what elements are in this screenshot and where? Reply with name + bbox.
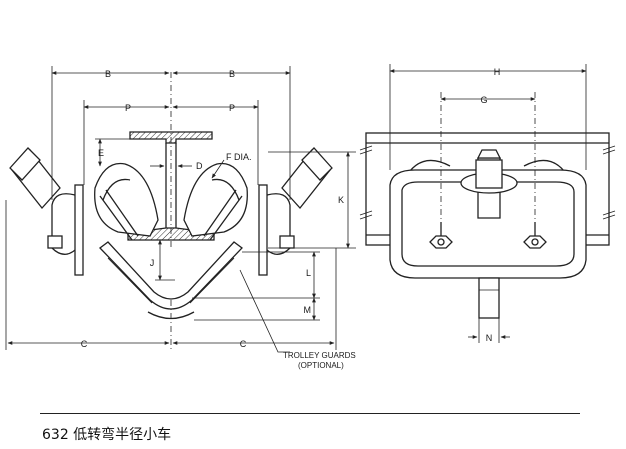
- dim-k: K: [338, 195, 344, 205]
- dim-b-left: B: [105, 69, 111, 79]
- i-beam-flange: [129, 131, 213, 144]
- dim-e: E: [98, 148, 104, 158]
- dim-f: F DIA.: [226, 152, 252, 162]
- dim-n: N: [486, 333, 493, 343]
- side-dimensions: [389, 64, 587, 343]
- dim-g: G: [480, 95, 487, 105]
- front-dimensions: [5, 66, 356, 353]
- side-plate: [389, 169, 587, 279]
- dim-b-right: B: [229, 69, 235, 79]
- figure-caption: 632 低转弯半径小车: [42, 427, 172, 443]
- front-labels: B B P P E D F DIA. J K L M C C TROLLEY G…: [81, 69, 356, 370]
- bolt-right: [523, 222, 547, 249]
- dim-l: L: [306, 268, 311, 278]
- hanger-rod: [478, 277, 500, 319]
- i-beam-web: [165, 143, 177, 228]
- side-labels: H G N: [480, 67, 500, 343]
- callout-optional: (OPTIONAL): [298, 361, 344, 370]
- dim-m: M: [304, 305, 312, 315]
- trolley-drawing: B B P P E D F DIA. J K L M C C TROLLEY G…: [5, 64, 616, 370]
- bolt-left: [429, 222, 453, 249]
- dim-d: D: [196, 161, 203, 171]
- trolley-guard: [99, 241, 243, 310]
- dim-j: J: [150, 258, 155, 268]
- callout-trolley-guards: TROLLEY GUARDS: [283, 351, 356, 360]
- dim-p-left: P: [125, 103, 131, 113]
- dim-c-right: C: [240, 339, 247, 349]
- right-wheel: [183, 162, 248, 237]
- front-elevation: [9, 72, 333, 320]
- dim-p-right: P: [229, 103, 235, 113]
- left-wheel: [94, 162, 159, 237]
- dim-h: H: [494, 67, 501, 77]
- dim-c-left: C: [81, 339, 88, 349]
- side-elevation: [359, 132, 616, 319]
- caption-rule: [40, 413, 580, 414]
